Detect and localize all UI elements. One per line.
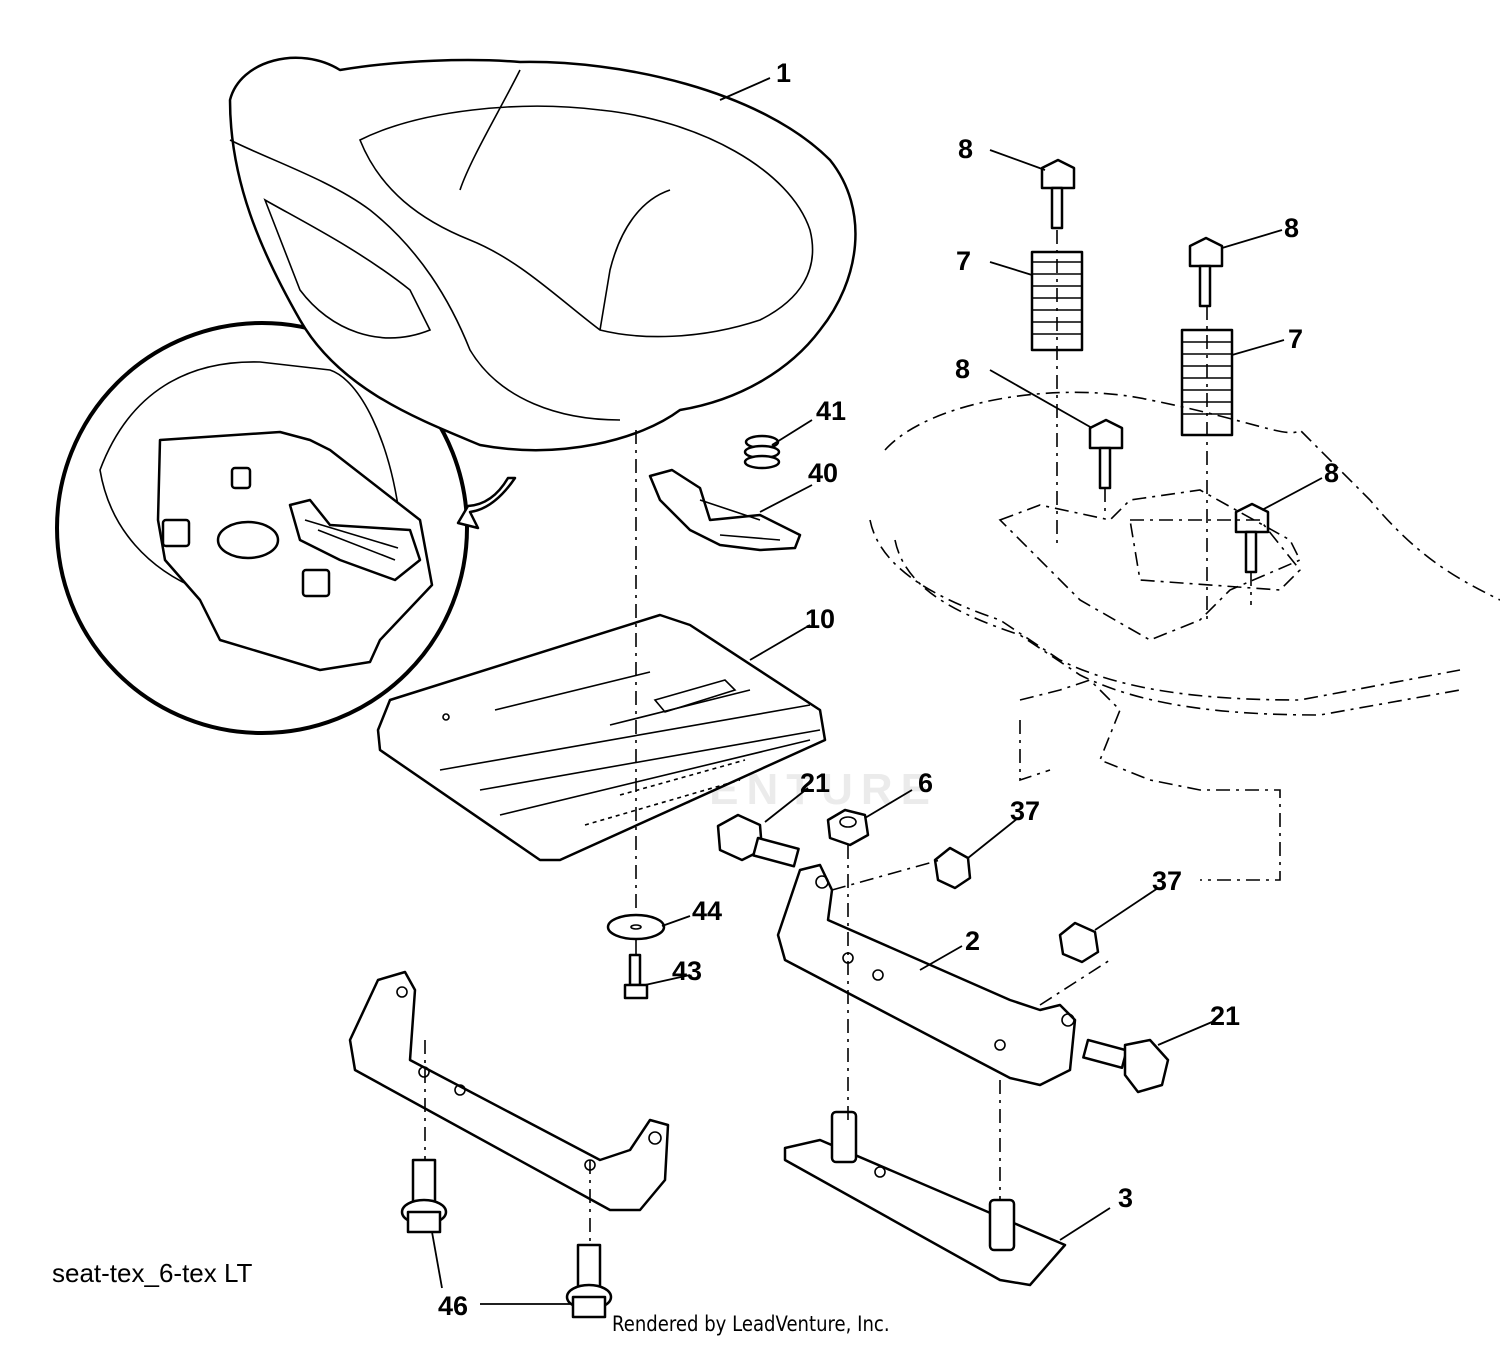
bolt-part-21-right bbox=[1082, 1038, 1170, 1094]
callout-8: 8 bbox=[958, 134, 973, 164]
callout-8: 8 bbox=[1284, 213, 1299, 243]
bolt-part-8 bbox=[1040, 158, 1270, 574]
rotate-arrow-icon bbox=[456, 476, 517, 530]
callout-10: 10 bbox=[805, 604, 835, 634]
leader-lines bbox=[431, 77, 1323, 1305]
callout-8: 8 bbox=[1324, 458, 1339, 488]
bracket-screw-hole bbox=[161, 518, 191, 548]
callout-46: 46 bbox=[438, 1291, 468, 1321]
callout-8: 8 bbox=[955, 354, 970, 384]
alignment-lines bbox=[424, 230, 1252, 1245]
detail-inset bbox=[55, 321, 517, 735]
bracket-left bbox=[348, 970, 670, 1212]
callout-21: 21 bbox=[800, 768, 830, 798]
callout-41: 41 bbox=[816, 396, 846, 426]
callout-37: 37 bbox=[1152, 866, 1182, 896]
bolt-part-21-left bbox=[716, 813, 800, 868]
callout-44: 44 bbox=[692, 896, 722, 926]
callout-43: 43 bbox=[672, 956, 702, 986]
callout-21: 21 bbox=[1210, 1001, 1240, 1031]
spring-part-41 bbox=[743, 434, 781, 470]
washer-part-44 bbox=[606, 913, 666, 941]
nut-part-6 bbox=[826, 808, 870, 847]
nut-part-37 bbox=[933, 846, 1100, 964]
callout-labels: 1 8 8 7 7 8 8 41 40 10 21 6 37 37 44 43 … bbox=[438, 58, 1339, 1321]
seat-part-1 bbox=[228, 56, 857, 452]
callout-3: 3 bbox=[1118, 1183, 1133, 1213]
callout-37: 37 bbox=[1010, 796, 1040, 826]
callout-1: 1 bbox=[776, 58, 791, 88]
callout-40: 40 bbox=[808, 458, 838, 488]
bracket-part-40 bbox=[648, 468, 802, 552]
callout-6: 6 bbox=[918, 768, 933, 798]
seat-pan-part-10 bbox=[376, 613, 827, 862]
bracket-part-2 bbox=[776, 863, 1077, 1087]
callout-7: 7 bbox=[956, 246, 971, 276]
frame-outline bbox=[869, 391, 1500, 881]
bolt-part-46 bbox=[400, 1158, 613, 1319]
render-credit: Rendered by LeadVenture, Inc. bbox=[612, 1312, 890, 1336]
bolt-part-43 bbox=[623, 953, 649, 1000]
callout-2: 2 bbox=[965, 926, 980, 956]
diagram-caption: seat-tex_6-tex LT bbox=[52, 1258, 253, 1288]
plate-part-3 bbox=[783, 1110, 1067, 1287]
callout-7: 7 bbox=[1288, 324, 1303, 354]
